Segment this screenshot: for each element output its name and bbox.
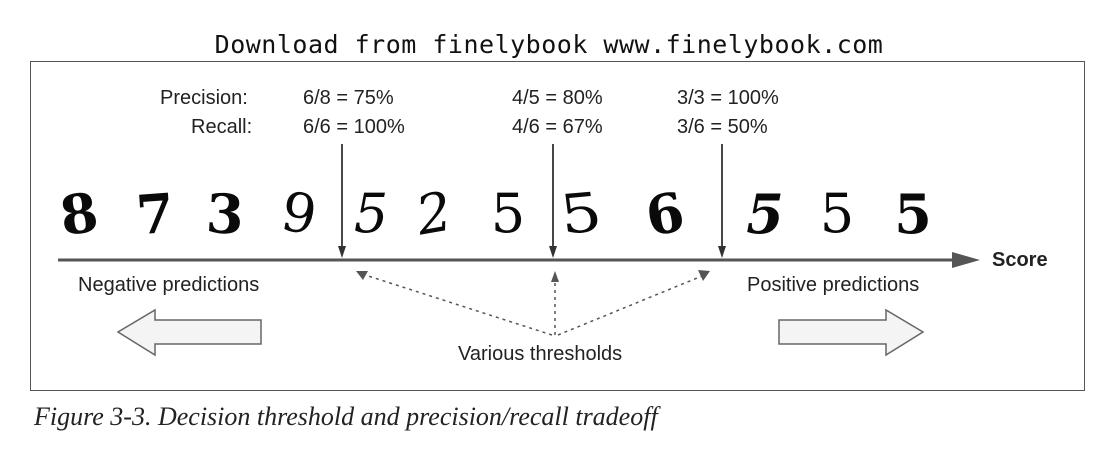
threshold-marker (549, 144, 557, 258)
threshold-2-recall: 4/6 = 67% (512, 116, 603, 138)
axis-arrowhead (952, 252, 980, 268)
negative-predictions-label: Negative predictions (78, 274, 260, 296)
various-thresholds-label: Various thresholds (458, 343, 623, 365)
precision-label: Precision: (160, 87, 248, 109)
threshold-3-recall: 3/6 = 50% (677, 116, 768, 138)
score-axis-label: Score (992, 249, 1048, 271)
digit-image: 5 (353, 182, 389, 245)
figure-frame: Precision: Recall: 6/8 = 75% 6/6 = 100% … (30, 61, 1085, 391)
digit-image: 5 (819, 182, 855, 245)
pointer-arrowhead (551, 271, 559, 282)
figure-caption: Figure 3-3. Decision threshold and preci… (34, 402, 658, 431)
left-arrow-icon (116, 308, 262, 357)
threshold-1-recall: 6/6 = 100% (303, 116, 405, 138)
watermark: Download from finelybook www.finelybook.… (214, 30, 884, 59)
recall-label: Recall: (191, 116, 253, 138)
threshold-marker (718, 144, 726, 258)
threshold-3-precision: 3/3 = 100% (677, 87, 779, 109)
threshold-pointers (361, 273, 703, 336)
threshold-marker (338, 144, 346, 258)
digit-image: 5 (490, 182, 526, 245)
digit-image: 5 (746, 182, 784, 246)
right-arrow-icon (778, 308, 925, 357)
threshold-1-precision: 6/8 = 75% (303, 87, 394, 109)
threshold-2-precision: 4/5 = 80% (512, 87, 603, 109)
pointer-arrowhead (356, 271, 368, 280)
positive-predictions-label: Positive predictions (747, 274, 920, 296)
pointer-arrowhead (698, 270, 710, 281)
digit-image: 5 (894, 182, 932, 246)
